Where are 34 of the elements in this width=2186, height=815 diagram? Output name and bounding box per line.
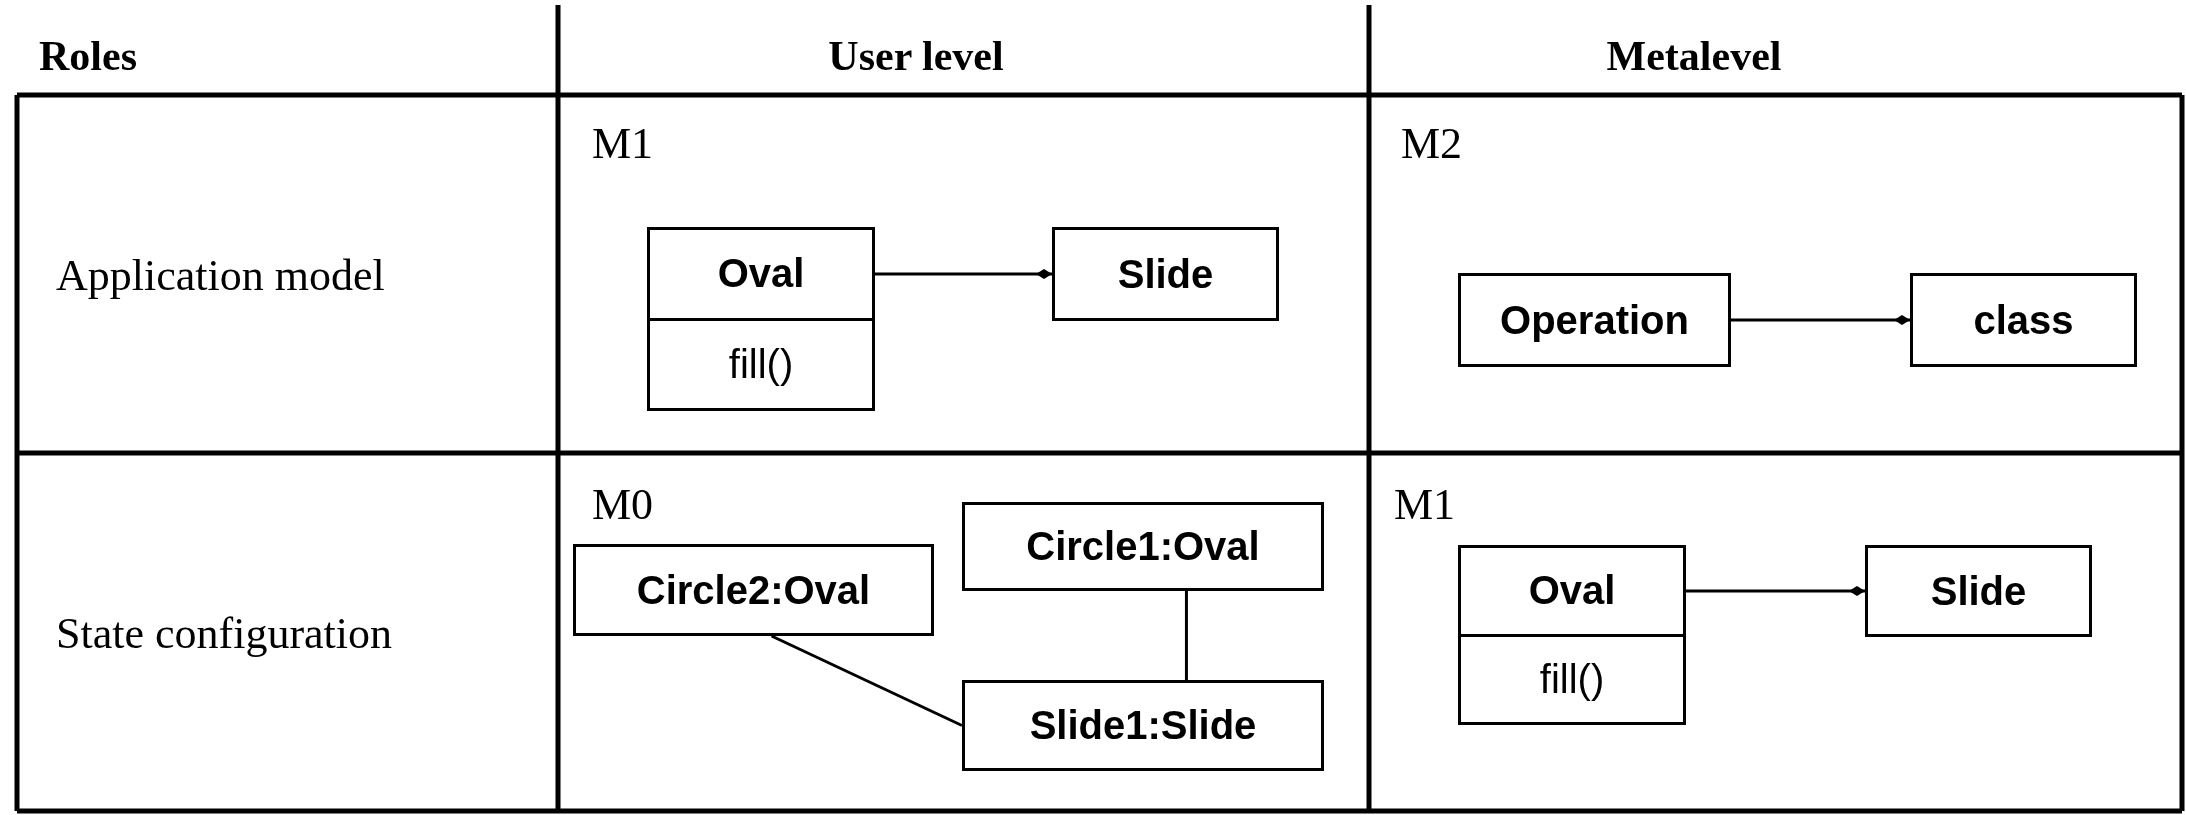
class-name: Slide — [1930, 568, 2027, 614]
level-label: M1 — [1394, 483, 1456, 527]
composition-line — [875, 269, 1052, 279]
class-name: Circle2:Oval — [636, 567, 871, 613]
composition-line — [1686, 586, 1865, 596]
association-line — [1184, 591, 1188, 680]
method-name: fill() — [728, 341, 794, 387]
column-header: Roles — [39, 35, 137, 77]
column-header: Metalevel — [1606, 35, 1782, 77]
association-line — [770, 634, 963, 727]
method-name: fill() — [1539, 656, 1605, 702]
uml-object-box — [1865, 545, 2092, 637]
row-header: State configuration — [56, 612, 392, 656]
column-header: User level — [828, 35, 1004, 77]
class-name: Oval — [1528, 568, 1616, 614]
class-name: Operation — [1500, 297, 1689, 343]
level-label: M2 — [1401, 122, 1463, 166]
uml-class-box — [647, 227, 875, 411]
uml-object-box — [573, 544, 934, 636]
class-name: class — [1973, 297, 2074, 343]
class-name: Slide — [1117, 251, 1214, 297]
uml-object-box — [962, 680, 1324, 771]
class-name: Circle1:Oval — [1026, 524, 1260, 569]
uml-object-box — [962, 502, 1324, 591]
uml-object-box — [1910, 273, 2137, 367]
composition-line — [1731, 315, 1910, 325]
uml-object-box — [1458, 273, 1731, 367]
uml-object-box — [1052, 227, 1279, 321]
class-name: Slide1:Slide — [1029, 703, 1257, 748]
class-name: Oval — [717, 251, 805, 297]
uml-class-box — [1458, 545, 1686, 725]
level-label: M0 — [592, 483, 654, 527]
row-header: Application model — [56, 254, 385, 298]
level-label: M1 — [592, 122, 654, 166]
